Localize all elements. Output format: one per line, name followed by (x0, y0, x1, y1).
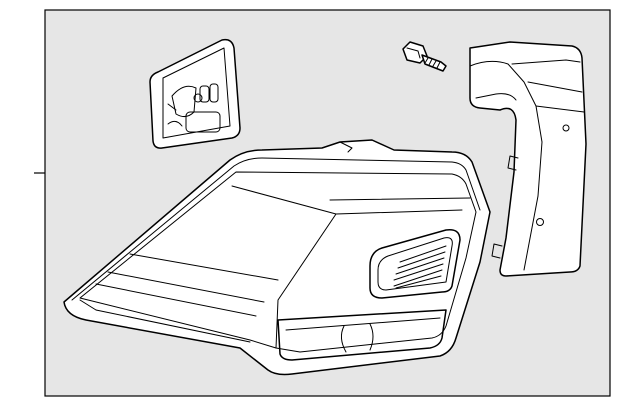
reflector-grille (393, 245, 447, 289)
tail-lamp-assembly (63, 139, 491, 376)
lamp-garnish-bracket (469, 41, 587, 277)
mounting-gasket (149, 38, 241, 149)
mounting-bolt (402, 41, 447, 72)
